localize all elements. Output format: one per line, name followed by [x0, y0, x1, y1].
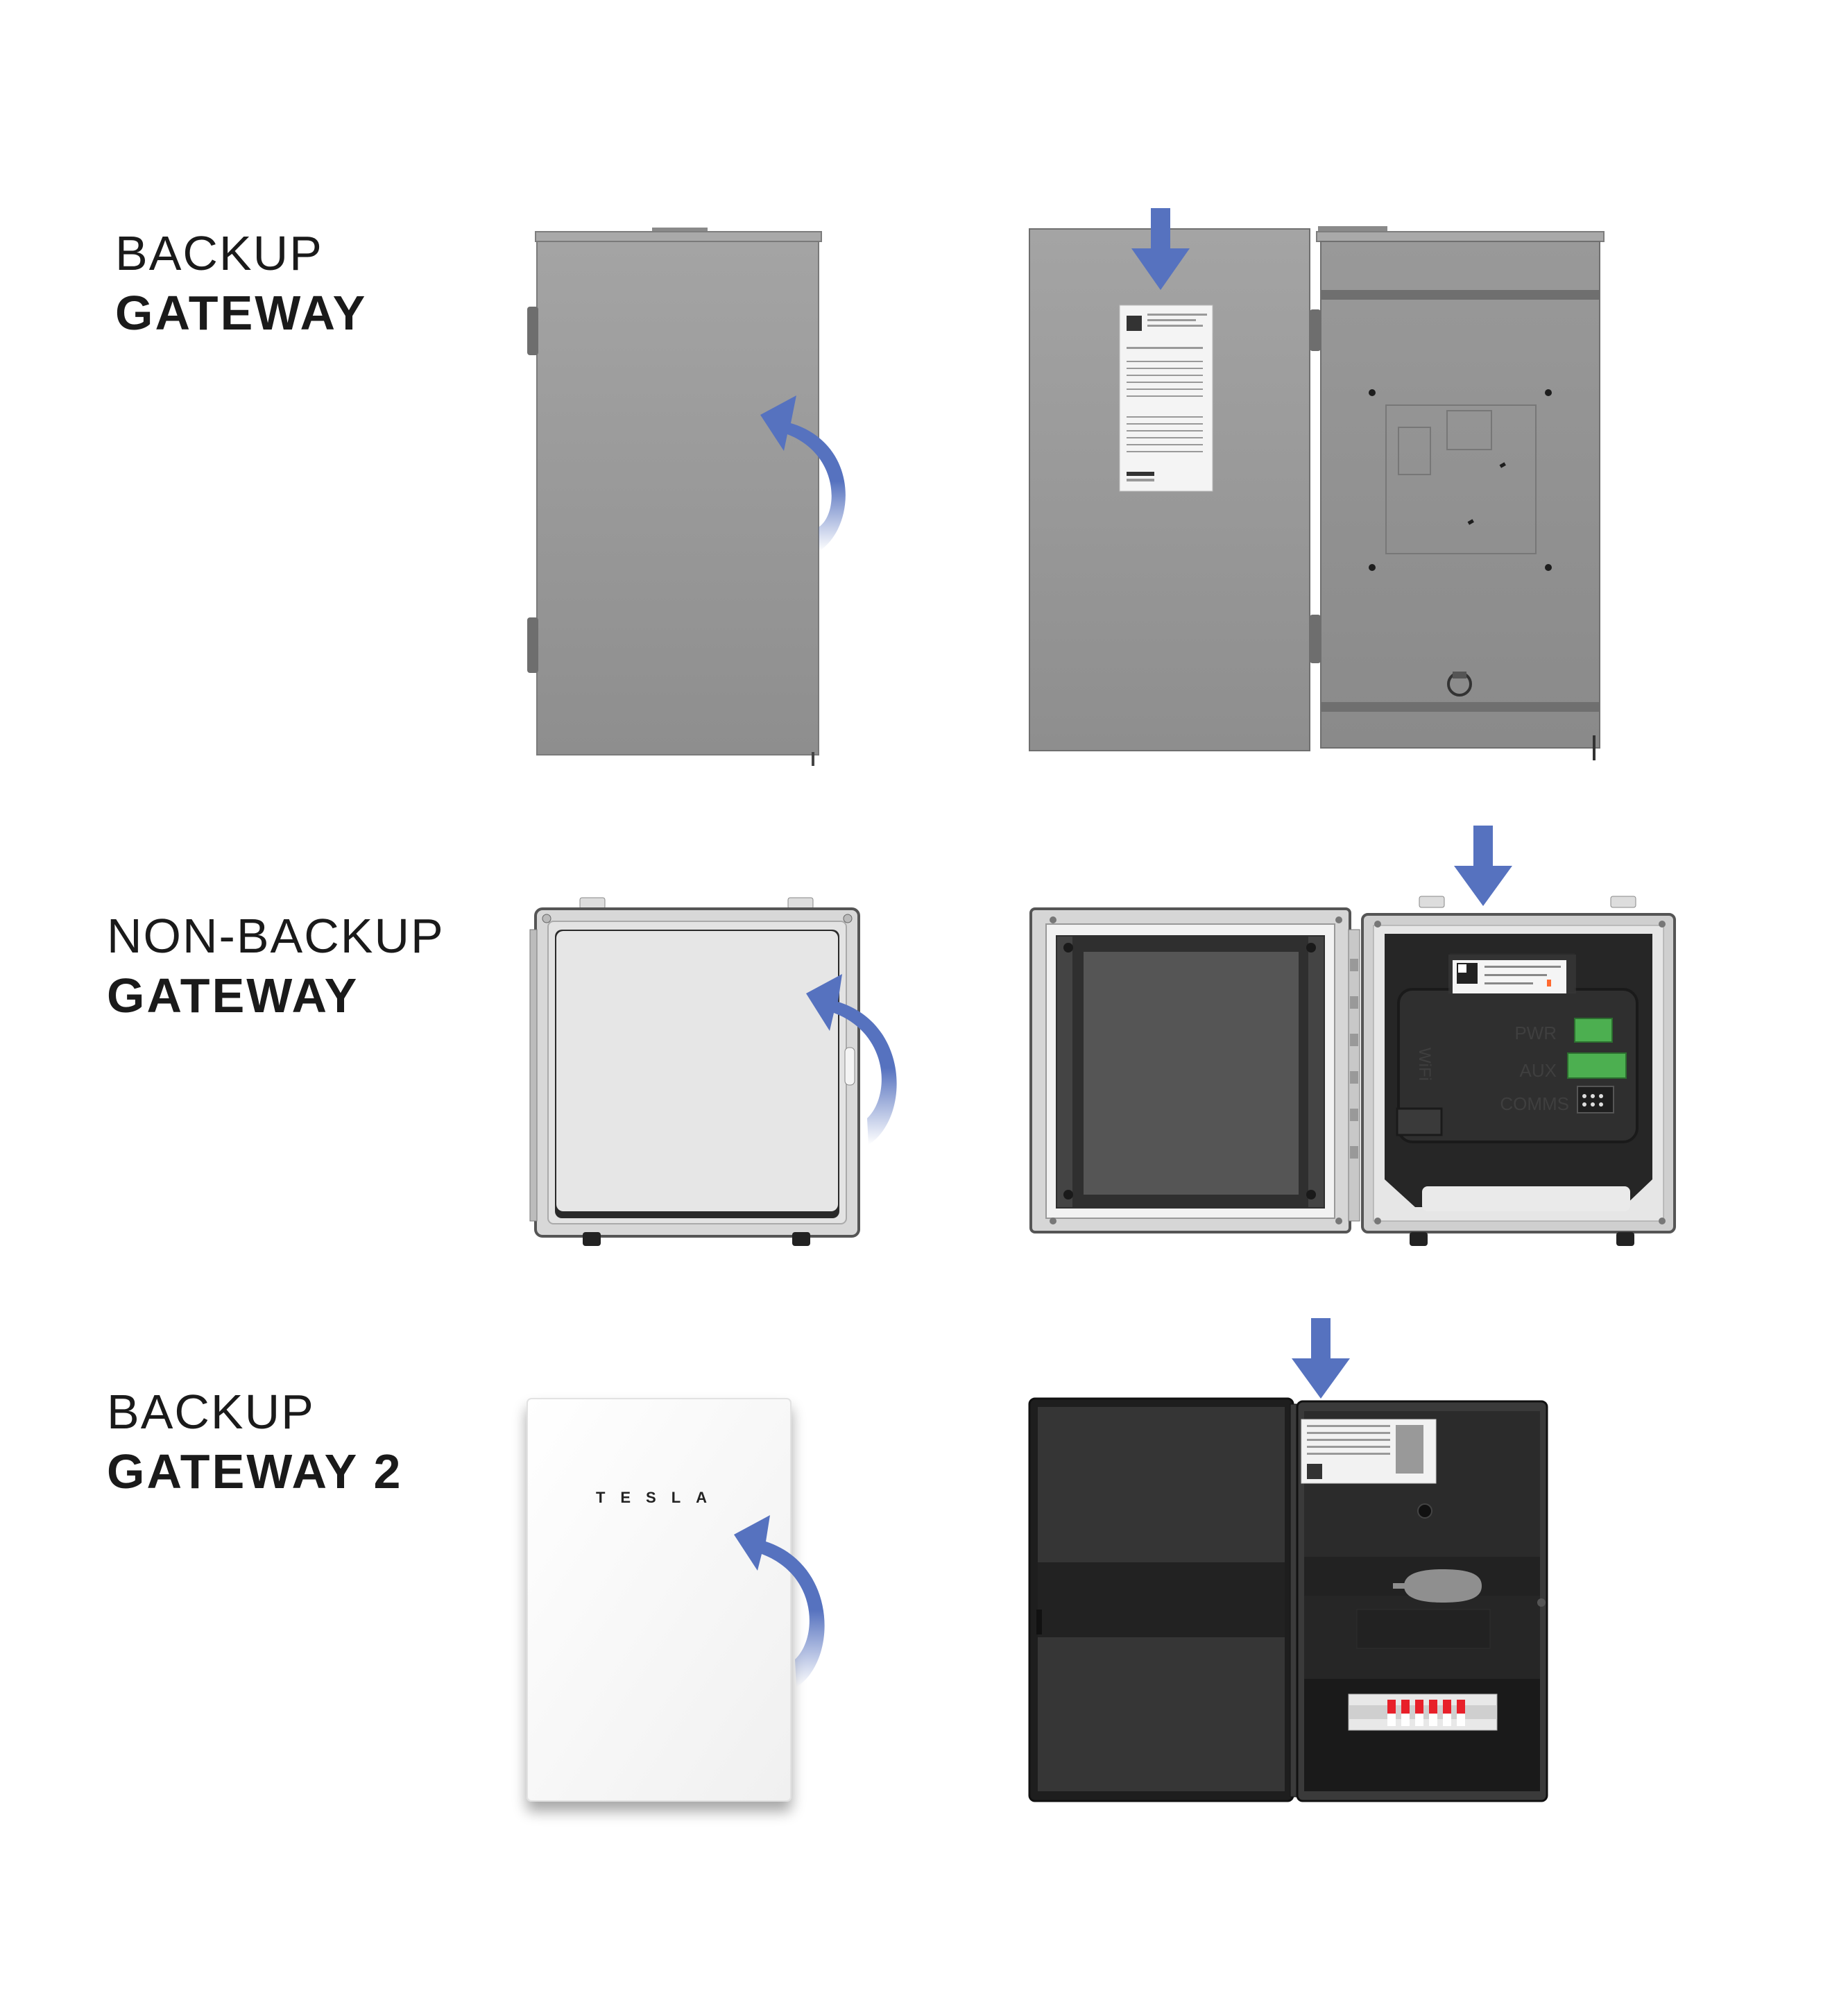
curved-arrow-icon — [760, 395, 846, 552]
curved-arrow-icon — [806, 974, 897, 1145]
comms-label: COMMS — [1500, 1093, 1569, 1114]
row1-title-line2: GATEWAY — [115, 286, 368, 340]
pwr-label: PWR — [1514, 1023, 1557, 1043]
curved-arrow-icon — [734, 1515, 825, 1687]
tesla-logo: TESLA — [596, 1489, 722, 1506]
aux-label: AUX — [1520, 1060, 1557, 1081]
wifi-label: WiFi — [1415, 1048, 1434, 1081]
backup-gateway-closed — [527, 228, 846, 766]
row3-title: BACKUP GATEWAY 2 — [107, 1382, 402, 1501]
down-arrow-icon — [1292, 1318, 1350, 1399]
row2-title: NON-BACKUP GATEWAY — [107, 906, 445, 1025]
backup-gateway-2-open — [1028, 1318, 1548, 1802]
row3-title-line1: BACKUP — [107, 1385, 315, 1439]
down-arrow-icon — [1131, 208, 1190, 290]
row2-title-line2: GATEWAY — [107, 968, 359, 1023]
backup-gateway-open — [1029, 208, 1605, 760]
row1-title-line1: BACKUP — [115, 226, 323, 280]
non-backup-gateway-open: PWR AUX COMMS WiFi — [1029, 826, 1676, 1246]
down-arrow-icon — [1454, 826, 1512, 906]
row3-title-line2: GATEWAY 2 — [107, 1444, 403, 1498]
non-backup-gateway-closed — [529, 897, 897, 1246]
row2-title-line1: NON-BACKUP — [107, 909, 445, 963]
row1-title: BACKUP GATEWAY — [115, 223, 367, 343]
backup-gateway-2-closed: TESLA — [527, 1398, 825, 1802]
